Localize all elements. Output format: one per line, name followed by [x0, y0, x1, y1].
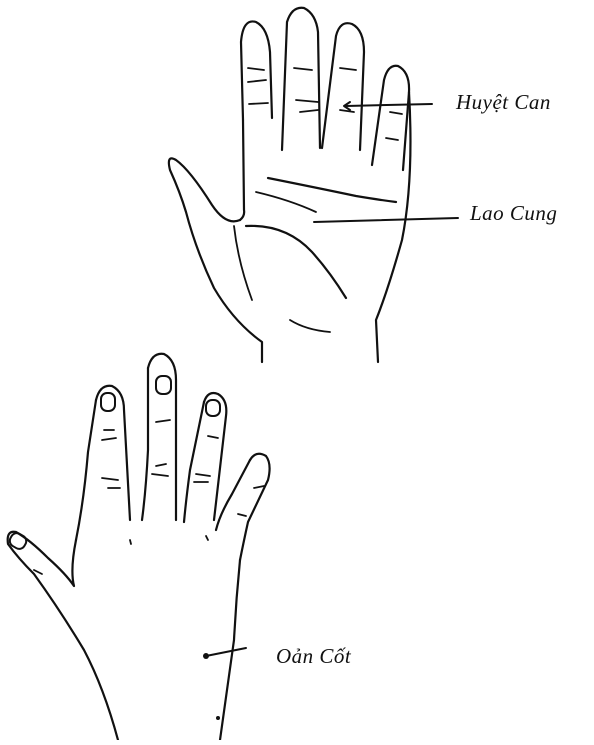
palm-heart-line — [268, 178, 396, 202]
back-middle-nail — [156, 376, 171, 394]
palm-index-finger — [241, 21, 272, 120]
label-huyet-can: Huyệt Can — [456, 90, 551, 115]
back-index-finger-left — [76, 400, 96, 540]
back-thumb — [8, 532, 118, 740]
palm-head-line — [256, 192, 316, 212]
back-middle-finger — [148, 354, 176, 520]
palm-outline-left — [240, 120, 244, 220]
wrist-end-dot — [216, 716, 220, 720]
palm-ring-finger — [322, 23, 364, 150]
label-oan-cot: Oản Cốt — [276, 644, 351, 669]
huyet-can-leader — [346, 104, 432, 106]
back-ring-finger-left — [184, 402, 204, 522]
label-lao-cung: Lao Cung — [470, 201, 557, 226]
back-middle-finger-left — [142, 368, 148, 520]
palm-thenar-line — [246, 226, 346, 298]
back-little-finger-left — [216, 460, 250, 530]
back-ring-nail — [206, 400, 220, 416]
palm-little-finger — [372, 66, 409, 170]
palm-wrist-curve — [290, 320, 330, 332]
oan-cot-leader — [206, 648, 246, 656]
palm-middle-finger — [282, 8, 320, 150]
palm-thumb-crease — [234, 226, 252, 300]
back-hand-drawing — [8, 354, 270, 740]
back-index-nail — [101, 393, 115, 411]
lao-cung-leader — [314, 218, 458, 222]
palm-drawing — [169, 8, 411, 362]
palm-thumb — [169, 158, 262, 362]
